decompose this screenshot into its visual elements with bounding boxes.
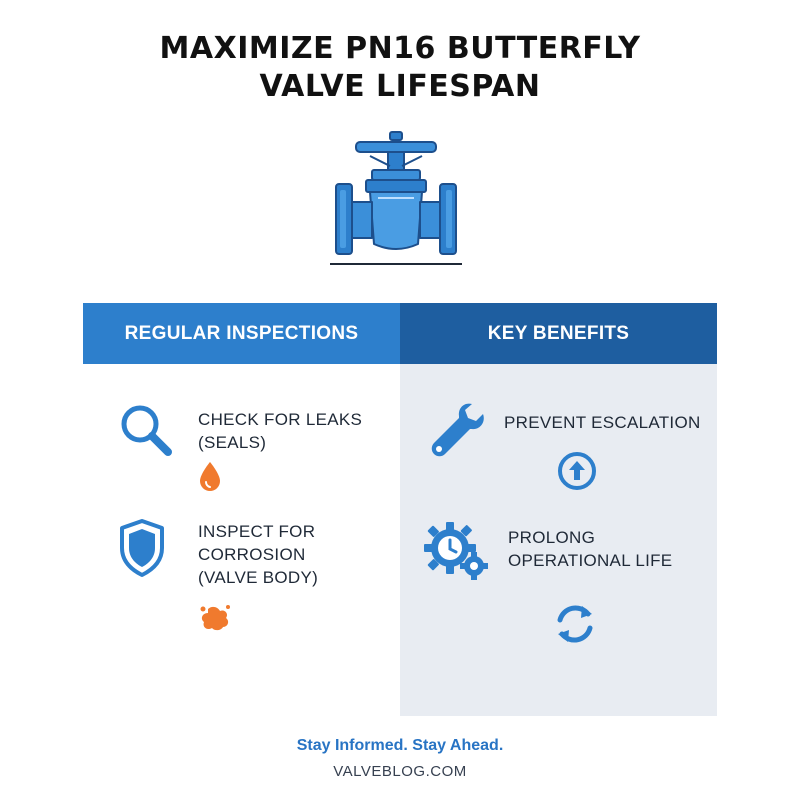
water-drop-icon [200, 462, 220, 491]
key-benefits-panel: KEY BENEFITS [400, 303, 717, 716]
footer-tagline: Stay Informed. Stay Ahead. [296, 737, 504, 754]
arrow-up-circle-icon [558, 452, 596, 490]
regular-inspections-panel: REGULAR INSPECTIONS [83, 303, 400, 716]
footer-site-link[interactable]: VALVEBLOG.COM [333, 763, 467, 780]
valve-illustration [330, 131, 462, 265]
gear-clock-icon [424, 522, 488, 580]
magnifier-icon [121, 405, 172, 456]
title-line-2: VALVE LIFESPAN [259, 69, 541, 104]
inspect-corrosion-text: INSPECT FOR CORROSION (VALVE BODY) [198, 522, 319, 587]
prolong-life-text: PROLONG OPERATIONAL LIFE [508, 528, 673, 570]
corrosion-splat-icon [200, 605, 230, 631]
refresh-cycle-icon [557, 605, 593, 643]
check-leaks-text: CHECK FOR LEAKS (SEALS) [198, 410, 363, 452]
regular-inspections-heading: REGULAR INSPECTIONS [83, 303, 400, 364]
shield-icon [120, 519, 164, 577]
title-line-1: MAXIMIZE PN16 BUTTERFLY [159, 31, 641, 66]
key-benefits-heading: KEY BENEFITS [400, 303, 717, 364]
page-title: MAXIMIZE PN16 BUTTERFLY VALVE LIFESPAN [0, 30, 800, 106]
wrench-icon [431, 403, 484, 457]
prevent-escalation-text: PREVENT ESCALATION [504, 413, 701, 432]
